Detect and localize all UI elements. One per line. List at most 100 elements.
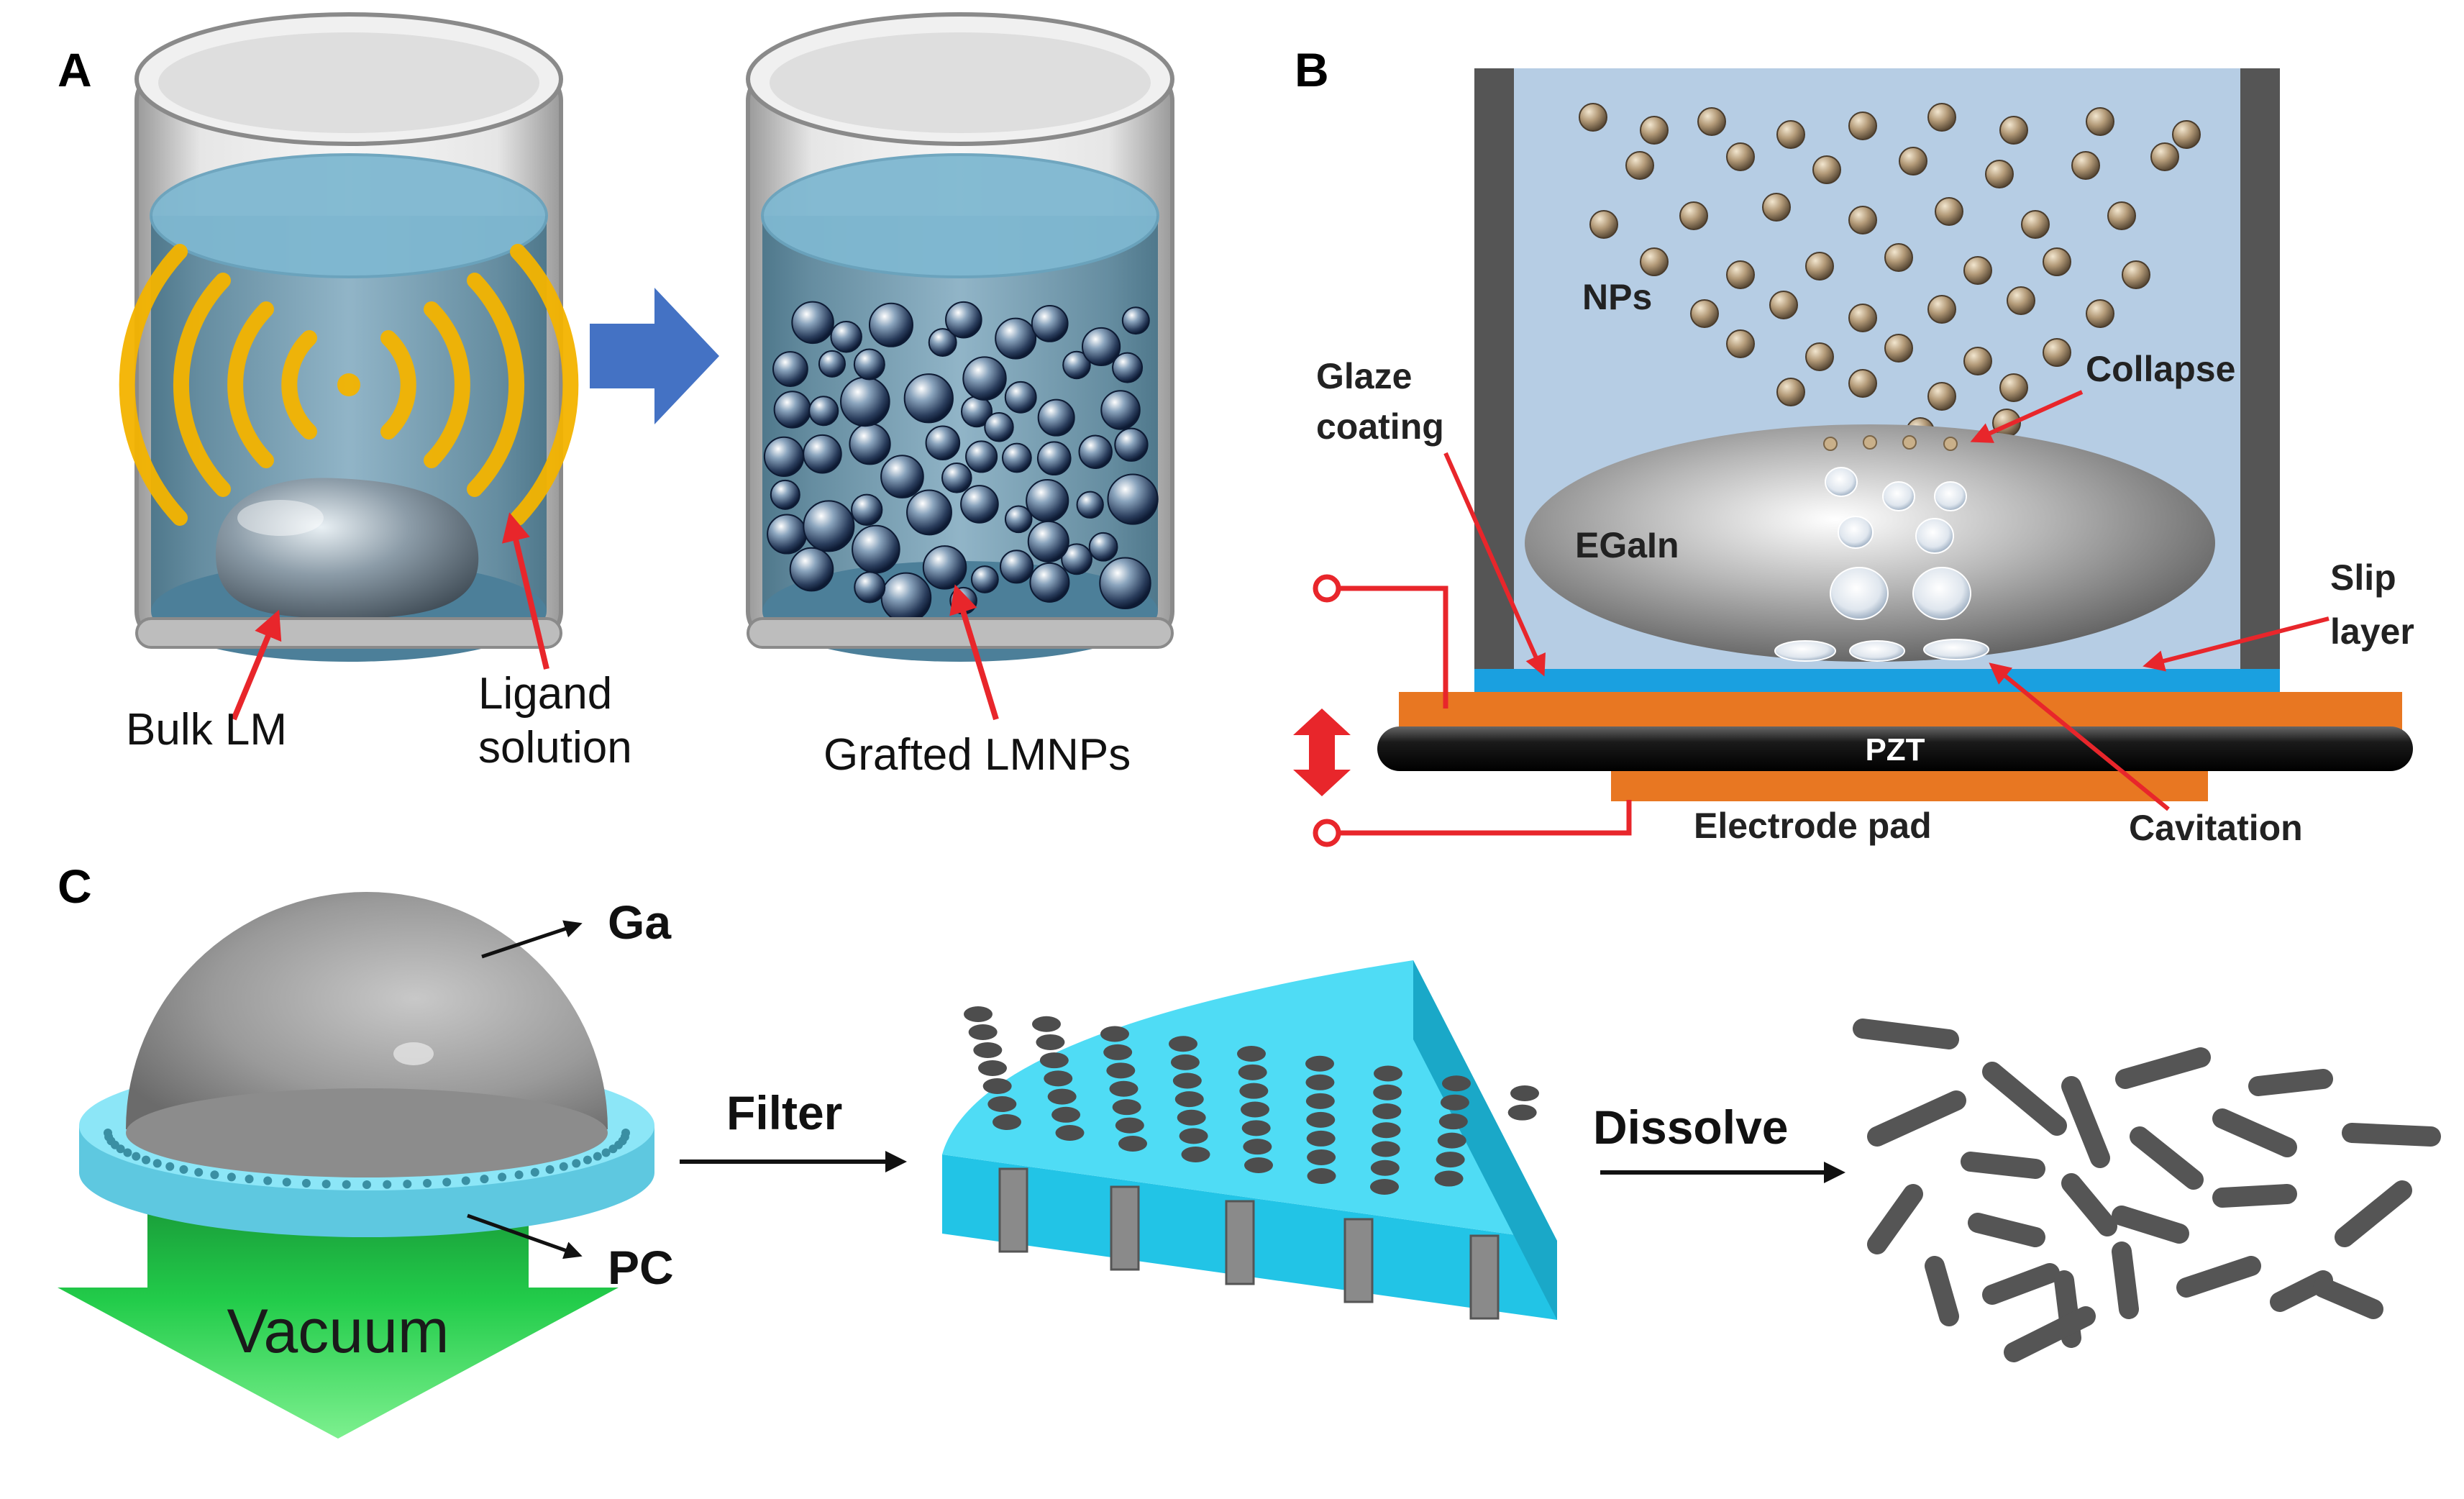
pore-hole — [1172, 1072, 1202, 1089]
pore-hole — [1241, 1101, 1269, 1118]
pore-dot — [572, 1159, 581, 1168]
glaze-coating — [1474, 669, 2280, 692]
panel-label-a: A — [58, 43, 92, 96]
pore-dot — [442, 1177, 452, 1187]
pore-hole — [1047, 1088, 1077, 1105]
nanoparticle — [1001, 442, 1032, 473]
pore-hole — [968, 1024, 998, 1040]
pore-hole — [1103, 1044, 1133, 1060]
nanoparticle — [1061, 543, 1092, 575]
pore-dot — [142, 1155, 151, 1165]
pore-hole — [1434, 1170, 1464, 1187]
pore-dot — [601, 1148, 611, 1157]
nanoparticle — [906, 489, 952, 536]
nanorod — [1853, 1019, 1959, 1049]
nanoparticle — [803, 500, 855, 552]
pore-dot — [321, 1180, 331, 1189]
nanoparticle — [999, 550, 1034, 584]
panel-c: C Vacuum Ga PC Filter — [58, 860, 2441, 1439]
nanoparticle — [880, 455, 924, 498]
pore-hole — [978, 1060, 1007, 1076]
panel-label-b: B — [1295, 43, 1329, 96]
nanoparticle — [772, 351, 808, 387]
pore-dot — [621, 1129, 630, 1137]
pore-dot — [282, 1177, 291, 1187]
nanoparticle — [791, 301, 834, 345]
nanorod — [2212, 1184, 2297, 1208]
nanoparticle — [1088, 532, 1118, 562]
nanoparticle — [1004, 381, 1037, 414]
top-electrode — [1399, 692, 2402, 731]
pore-hole — [1373, 1084, 1402, 1101]
label-vacuum: Vacuum — [227, 1297, 449, 1366]
nanoparticle — [965, 440, 998, 473]
nanorod — [2061, 1076, 2110, 1168]
nanoparticle — [830, 320, 862, 353]
pore-dot — [301, 1179, 311, 1188]
pore-dot — [423, 1179, 432, 1188]
pore-hole — [1305, 1074, 1335, 1090]
pore-hole — [1306, 1111, 1336, 1128]
pore-hole — [982, 1078, 1012, 1094]
label-slip-line1: Slip — [2330, 557, 2396, 598]
pore-hole — [1307, 1168, 1336, 1184]
np-bead — [2122, 260, 2150, 289]
np-bead — [1640, 247, 1669, 276]
nanoparticle — [925, 425, 961, 461]
np-bead — [1679, 201, 1708, 230]
nanoparticle — [984, 411, 1014, 442]
electrode-pad — [1611, 771, 2208, 801]
nanoparticle — [1112, 352, 1144, 383]
nanoparticle — [1100, 390, 1141, 430]
nanoparticle — [851, 493, 883, 526]
nanoparticle — [1031, 305, 1069, 342]
nanoparticle — [1121, 306, 1150, 335]
egain-drop — [1525, 424, 2215, 662]
np-bead — [1985, 160, 2014, 188]
label-glaze-line1: Glaze — [1316, 356, 1412, 396]
pore-dot — [194, 1167, 204, 1177]
np-bead — [1805, 252, 1834, 281]
nanoparticle — [840, 376, 890, 427]
np-bead — [2086, 107, 2114, 136]
np-bead — [1999, 373, 2028, 402]
np-bead — [1899, 147, 1927, 176]
nanoparticle — [852, 524, 900, 574]
vibration-arrow-icon — [1293, 709, 1351, 796]
np-bead — [1848, 304, 1877, 332]
np-bead — [2086, 299, 2114, 328]
pore-hole — [1170, 1054, 1200, 1070]
pore-hole — [1100, 1026, 1129, 1042]
nanorod — [1925, 1256, 1959, 1326]
nanorod — [2115, 1047, 2211, 1089]
np-bead — [1697, 107, 1726, 136]
nanorod — [2004, 1306, 2096, 1362]
nanoparticle — [770, 479, 800, 510]
panel-label-c: C — [58, 860, 92, 913]
nanoparticle — [773, 391, 811, 429]
label-electrode-pad: Electrode pad — [1694, 806, 1932, 846]
nanorod — [2313, 1277, 2383, 1319]
pore-hole — [1036, 1034, 1065, 1050]
pore-hole — [1438, 1113, 1468, 1130]
pore-hole — [1179, 1128, 1208, 1144]
nanoparticle — [767, 514, 808, 555]
nanorod — [2342, 1123, 2441, 1147]
nanoparticle — [1027, 520, 1069, 563]
nanorod — [2248, 1069, 2333, 1096]
nanorod — [1867, 1090, 1966, 1147]
np-bead — [2043, 338, 2071, 367]
pore-dot — [123, 1148, 132, 1157]
nanoparticle — [1036, 441, 1072, 476]
vacuum-arrow-icon — [58, 1208, 619, 1439]
np-bead — [1625, 151, 1654, 180]
pore-hole — [1118, 1136, 1147, 1152]
pore-hole — [1440, 1094, 1469, 1111]
pore-hole — [1307, 1149, 1336, 1165]
nanoparticle — [1114, 427, 1149, 462]
nanoparticle-cloud — [763, 301, 1159, 624]
pore-hole — [1305, 1055, 1334, 1072]
label-grafted-lmnps: Grafted LMNPs — [823, 730, 1131, 780]
nanoparticle — [1026, 479, 1069, 523]
